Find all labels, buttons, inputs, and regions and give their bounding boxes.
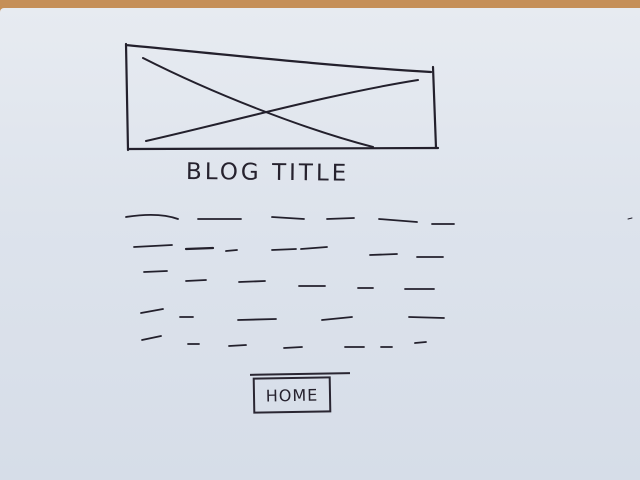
hero-image-placeholder: [124, 42, 440, 152]
text-line-2: [133, 244, 444, 258]
stray-mark: [627, 217, 633, 220]
text-line-5: [141, 335, 427, 349]
blog-text-lines: [125, 214, 455, 349]
blog-title: BLOG TITLE: [185, 158, 350, 187]
home-button[interactable]: HOME: [252, 376, 332, 414]
text-line-3: [143, 270, 435, 290]
paper-sheet: [0, 8, 640, 480]
text-line-4: [140, 308, 445, 321]
text-line-1: [125, 214, 455, 225]
